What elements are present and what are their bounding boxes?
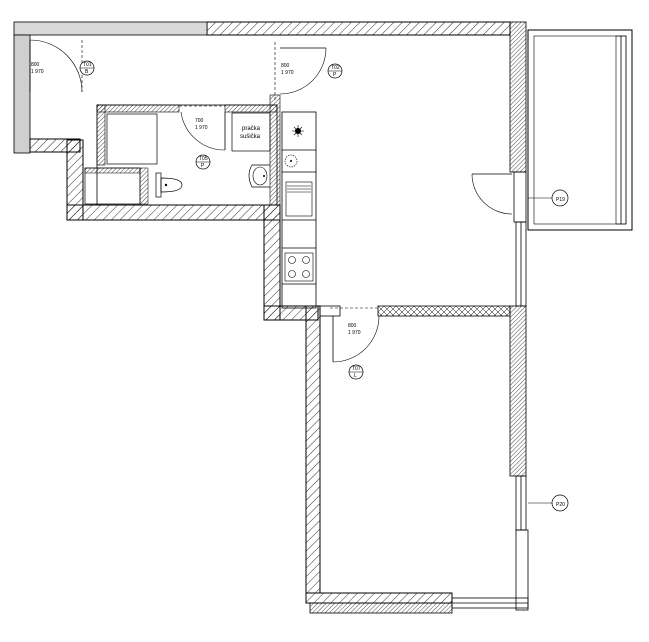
door-bedroom: 800 1 970 T07 L bbox=[330, 307, 380, 380]
door-living-sub: P bbox=[333, 72, 337, 78]
door-bathroom: 700 1 970 T05 P bbox=[179, 105, 226, 170]
storage-niche bbox=[84, 167, 141, 205]
top-left-wall bbox=[13, 21, 208, 36]
shower-drain-icon bbox=[292, 125, 304, 137]
kitchen bbox=[281, 111, 317, 309]
door-bathroom-tag: T05 P bbox=[195, 154, 211, 170]
sink-icon bbox=[248, 164, 270, 188]
balcony-door: P19 bbox=[471, 173, 569, 215]
door-bathroom-sub: P bbox=[201, 163, 205, 169]
door-bathroom-width: 700 bbox=[195, 118, 204, 124]
bedroom-window: P20 bbox=[528, 494, 569, 512]
top-wall bbox=[206, 21, 511, 36]
bedroom-bottom-wall bbox=[305, 592, 453, 604]
dryer-label: sušička bbox=[240, 134, 261, 140]
door-entrance-code: T01 bbox=[83, 62, 92, 68]
bottom-window bbox=[451, 597, 529, 609]
balcony bbox=[527, 29, 633, 231]
shower-tray bbox=[106, 113, 158, 165]
balcony-door-frame bbox=[513, 171, 527, 223]
door-bedroom-width: 800 bbox=[348, 323, 357, 329]
bath-bottom-wall bbox=[66, 204, 281, 221]
door-living-width: 800 bbox=[281, 63, 290, 69]
bedroom-bottom-insulation bbox=[309, 602, 453, 614]
walls bbox=[13, 21, 529, 614]
door-entrance: 800 1 970 T01 B bbox=[29, 39, 95, 93]
door-living-height: 1 970 bbox=[281, 70, 294, 76]
balcony-door-tag: P19 bbox=[551, 189, 569, 207]
door-bathroom-height: 1 970 bbox=[195, 125, 208, 131]
door-bedroom-tag: T07 L bbox=[348, 364, 364, 380]
door-living-code: T02 bbox=[331, 65, 340, 71]
bath-kitchen-partition bbox=[269, 94, 281, 206]
left-outer-wall bbox=[13, 34, 31, 154]
washer-dryer bbox=[231, 112, 271, 152]
door-living: 800 1 970 T02 P bbox=[274, 42, 343, 100]
door-entrance-sub: B bbox=[85, 69, 89, 75]
door-living-tag: T02 P bbox=[327, 63, 343, 79]
right-wall-upper bbox=[509, 21, 527, 173]
door-bathroom-code: T05 bbox=[199, 156, 208, 162]
door-bedroom-height: 1 970 bbox=[348, 330, 361, 336]
door-bedroom-sub: L bbox=[354, 373, 357, 379]
kitchen-sink-icon bbox=[284, 154, 313, 217]
bathroom-outline bbox=[96, 104, 278, 206]
balcony-outline bbox=[527, 29, 633, 231]
door-entrance-tag: T01 B bbox=[79, 60, 95, 76]
bathroom: pračka sušička bbox=[84, 94, 281, 206]
washer-label: pračka bbox=[242, 126, 261, 132]
kitchen-counter bbox=[281, 111, 317, 309]
bedroom-left-wall bbox=[305, 305, 321, 594]
door-entrance-width: 800 bbox=[31, 62, 40, 68]
cooktop-icon bbox=[284, 252, 314, 282]
right-wall-middle bbox=[509, 305, 527, 477]
balcony-door-code: P19 bbox=[556, 197, 565, 203]
door-entrance-height: 1 970 bbox=[31, 69, 44, 75]
kitchen-left-wall bbox=[263, 204, 281, 321]
bedroom-partition bbox=[377, 305, 511, 317]
partition-stub bbox=[319, 305, 341, 317]
bedroom-window-tag: P20 bbox=[551, 494, 569, 512]
door-bedroom-code: T07 bbox=[352, 366, 361, 372]
wc-icon bbox=[155, 172, 183, 198]
bedroom-window-code: P20 bbox=[556, 502, 565, 508]
